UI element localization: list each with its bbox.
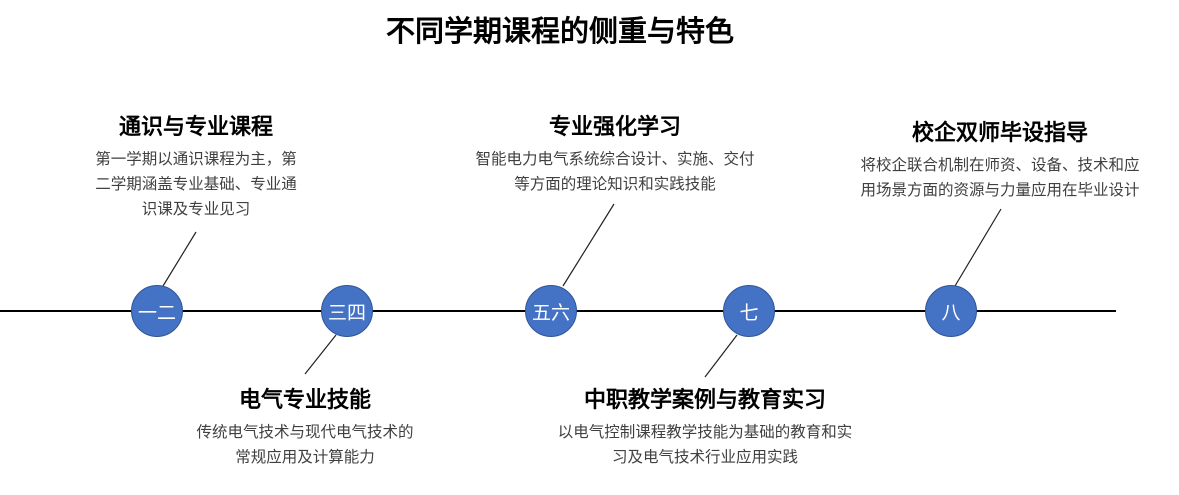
block-2: 电气专业技能 传统电气技术与现代电气技术的常规应用及计算能力 [155,386,455,470]
block-text: 常规应用及计算能力 [235,448,375,466]
block-description: 智能电力电气系统综合设计、实施、交付等方面的理论知识和实践技能 [430,147,800,197]
timeline-node-5: 八 [925,285,977,337]
block-title: 校企双师毕设指导 [911,121,1088,146]
timeline-node-3: 五六 [525,285,577,337]
block-title: 电气专业技能 [238,388,371,413]
block-text: 识课及专业见习 [141,200,251,218]
block-text: 将校企联合机制在师资、设备、技术和应 [860,156,1140,174]
block-4: 中职教学案例与教育实习 以电气控制课程教学技能为基础的教育和实习及电气技术行业应… [505,386,905,470]
block-description: 传统电气技术与现代电气技术的常规应用及计算能力 [155,420,455,470]
block-title: 专业强化学习 [548,115,681,140]
block-3: 专业强化学习 智能电力电气系统综合设计、实施、交付等方面的理论知识和实践技能 [430,113,800,197]
connector-5 [954,208,1002,287]
block-1: 通识与专业课程 第一学期以通识课程为主，第二学期涵盖专业基础、专业通识课及专业见… [56,113,336,222]
block-text: 传统电气技术与现代电气技术的 [196,423,414,441]
connector-4 [704,334,738,378]
block-text: 以电气控制课程教学技能为基础的教育和实 [557,423,853,441]
block-text: 习及电气技术行业应用实践 [611,448,798,466]
block-description: 第一学期以通识课程为主，第二学期涵盖专业基础、专业通识课及专业见习 [56,147,336,222]
connector-1 [162,231,197,287]
timeline-node-4: 七 [723,285,775,337]
timeline-node-2: 三四 [321,285,373,337]
block-5: 校企双师毕设指导 将校企联合机制在师资、设备、技术和应用场景方面的资源与力量应用… [820,119,1179,203]
block-title: 通识与专业课程 [118,115,273,140]
block-text: 用场景方面的资源与力量应用在毕业设计 [860,181,1140,199]
block-text: 二学期涵盖专业基础、专业通 [95,175,297,193]
connector-3 [562,203,615,287]
block-title: 中职教学案例与教育实习 [583,388,826,413]
block-description: 以电气控制课程教学技能为基础的教育和实习及电气技术行业应用实践 [505,420,905,470]
timeline-node-1: 一二 [131,285,183,337]
block-description: 将校企联合机制在师资、设备、技术和应用场景方面的资源与力量应用在毕业设计 [820,153,1179,203]
block-text: 第一学期以通识课程为主，第 [95,150,297,168]
diagram-title: 不同学期课程的侧重与特色 [385,14,734,48]
connector-2 [304,334,337,375]
block-text: 等方面的理论知识和实践技能 [514,175,716,193]
block-text: 智能电力电气系统综合设计、实施、交付 [475,150,755,168]
